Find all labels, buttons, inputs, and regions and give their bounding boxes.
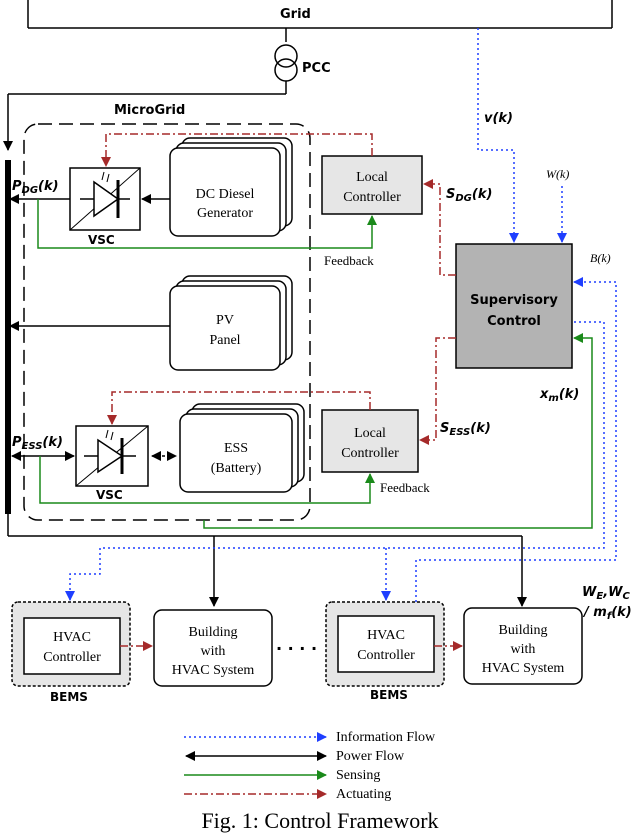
bldg2-line3: HVAC System — [482, 661, 565, 676]
ess-label-line1: ESS — [224, 441, 248, 456]
sensing-dg-line — [37, 199, 377, 249]
lc-ess-line1: Local — [354, 426, 386, 441]
legend-item-sensing: Sensing — [184, 768, 380, 783]
building-2: Building with HVAC System — [463, 607, 583, 685]
vsc-dg: VSC — [69, 167, 141, 247]
legend-item-power: Power Flow — [185, 749, 405, 764]
we-wc-label: WE,WC — [582, 585, 630, 602]
w-k-label: W(k) — [546, 167, 569, 181]
actuating-ess-line — [107, 391, 371, 425]
v-k-label: v(k) — [484, 111, 513, 126]
s-ess-label: SESS(k) — [440, 421, 491, 438]
s-dg-label: SDG(k) — [446, 187, 492, 204]
bldg1-line1: Building — [188, 625, 237, 640]
legend-label: Information Flow — [336, 730, 436, 745]
microgrid-boundary — [23, 123, 311, 521]
b-info-line — [415, 277, 617, 602]
supervisory-to-lc-dg — [423, 179, 456, 276]
bldg2-line2: with — [511, 642, 536, 657]
p-ess-label: PESS(k) — [12, 435, 63, 452]
lc-ess-line2: Controller — [341, 446, 399, 461]
building-1: Building with HVAC System — [153, 609, 273, 687]
bems2-label: BEMS — [370, 688, 408, 702]
v-info-line — [477, 28, 519, 243]
legend-item-information: Information Flow — [184, 730, 436, 745]
supervisory-to-bems-line — [65, 321, 605, 601]
pv-label-line1: PV — [216, 313, 234, 328]
feedback-bottom-label: Feedback — [380, 480, 430, 495]
hvac1-line2: Controller — [43, 650, 101, 665]
dg-label-line2: Generator — [197, 206, 253, 221]
x-m-label: xm(k) — [539, 387, 579, 404]
bldg1-line2: with — [201, 644, 226, 659]
vsc-dg-label: VSC — [88, 233, 115, 247]
figure-caption: Fig. 1: Control Framework — [201, 808, 438, 833]
hvac1-line1: HVAC — [53, 630, 91, 645]
pcc-label: PCC — [302, 61, 331, 76]
legend-label: Actuating — [336, 787, 391, 802]
pcc-transformer: PCC — [3, 28, 331, 151]
mf-label: / mf(k) — [582, 605, 632, 622]
ess-label-line2: (Battery) — [211, 461, 262, 476]
microgrid-label: MicroGrid — [114, 103, 185, 118]
feedback-top-label: Feedback — [324, 253, 374, 268]
actuating-dg-line — [101, 133, 373, 167]
bems-1: HVAC Controller BEMS — [11, 601, 131, 704]
lc-dg-line2: Controller — [343, 190, 401, 205]
vsc-ess-label: VSC — [96, 488, 123, 502]
legend-label: Sensing — [336, 768, 380, 783]
grid-bus: Grid — [27, 0, 613, 29]
lc-dg-line1: Local — [356, 170, 388, 185]
supervisory-line2: Control — [487, 314, 541, 329]
supervisory-to-lc-ess — [419, 337, 456, 445]
sensing-ess-line — [39, 456, 375, 504]
supervisory-line1: Supervisory — [470, 293, 558, 308]
dg-label-line1: DC Diesel — [196, 187, 255, 202]
p-dg-label: PDG(k) — [12, 179, 59, 196]
legend: Information Flow Power Flow Sensing Actu… — [184, 730, 436, 802]
legend-item-actuating: Actuating — [184, 787, 391, 802]
supervisory-control: Supervisory Control — [455, 243, 573, 369]
local-controller-ess: Local Controller — [321, 409, 419, 473]
local-controller-dg: Local Controller — [321, 155, 423, 215]
bldg1-line3: HVAC System — [172, 663, 255, 678]
xm-sensing-line — [203, 333, 593, 529]
bldg2-line1: Building — [498, 623, 547, 638]
bems-2: HVAC Controller BEMS — [325, 601, 445, 702]
ess-battery: ESS (Battery) — [179, 403, 305, 493]
pv-panel: PV Panel — [169, 275, 293, 371]
grid-label: Grid — [280, 7, 311, 22]
pv-label-line2: Panel — [209, 333, 240, 348]
b-k-label: B(k) — [590, 251, 611, 265]
hvac2-line1: HVAC — [367, 628, 405, 643]
dc-diesel-generator: DC Diesel Generator — [169, 137, 293, 237]
ellipsis: · · · · — [276, 639, 317, 658]
vsc-ess: VSC — [75, 425, 149, 502]
legend-label: Power Flow — [336, 749, 405, 764]
bems1-label: BEMS — [50, 690, 88, 704]
hvac2-line2: Controller — [357, 648, 415, 663]
